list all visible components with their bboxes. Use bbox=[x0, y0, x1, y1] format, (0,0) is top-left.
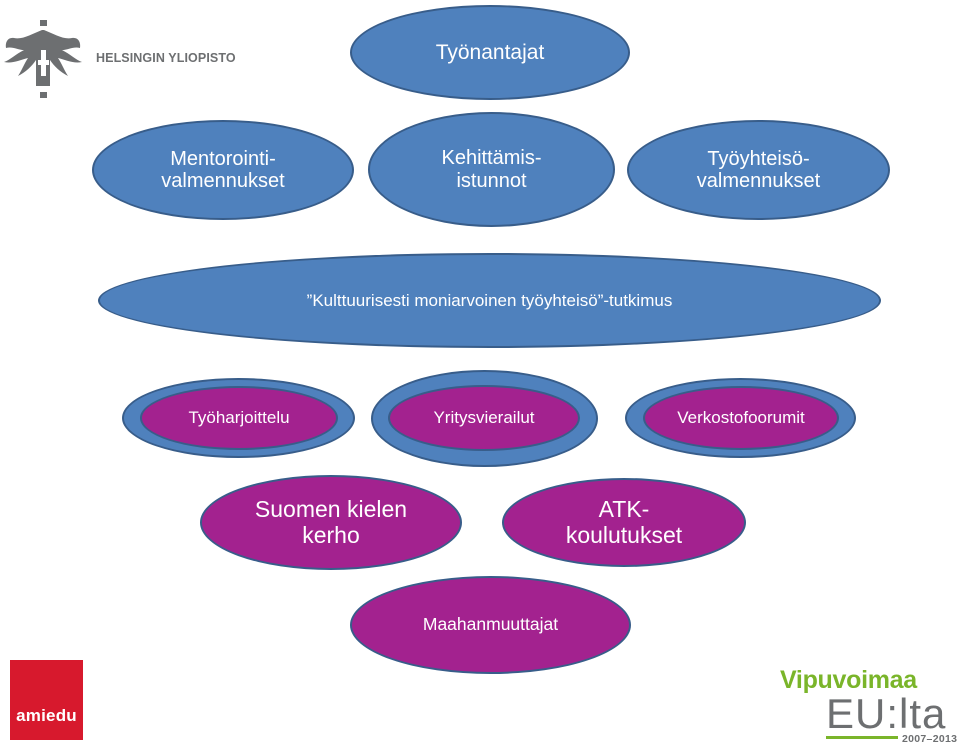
employers-label: Työnantajat bbox=[435, 40, 545, 64]
network-forums-label: Verkostofoorumit bbox=[677, 408, 805, 427]
finnish-club-oval: Suomen kielen kerho bbox=[200, 475, 462, 570]
eu-years-text: 2007–2013 bbox=[902, 733, 958, 745]
research-label: ”Kulttuurisesti moniarvoinen työyhteisö”… bbox=[306, 290, 673, 310]
company-visits-label: Yritysvierailut bbox=[433, 408, 535, 427]
vipuvoimaa-text: Vipuvoimaa bbox=[780, 666, 917, 694]
research-oval: ”Kulttuurisesti moniarvoinen työyhteisö”… bbox=[98, 253, 881, 348]
university-emblem-icon bbox=[4, 20, 82, 98]
it-training-oval: ATK- koulutukset bbox=[502, 478, 746, 567]
employers-oval: Työnantajat bbox=[350, 5, 630, 100]
development-sessions-oval: Kehittämis- istunnot bbox=[368, 112, 615, 227]
workplace-coaching-oval: Työyhteisö- valmennukset bbox=[627, 120, 890, 220]
internship-oval: Työharjoittelu bbox=[140, 386, 338, 450]
helsinki-university-logo bbox=[2, 20, 94, 107]
immigrants-label: Maahanmuuttajat bbox=[422, 614, 559, 635]
eu-logo-dash bbox=[826, 736, 898, 739]
company-visits-oval: Yritysvierailut bbox=[388, 385, 580, 451]
development-sessions-label: Kehittämis- istunnot bbox=[441, 147, 542, 192]
amiedu-logo-text: amiedu bbox=[16, 706, 77, 725]
mentoring-oval: Mentorointi- valmennukset bbox=[92, 120, 354, 220]
workplace-coaching-label: Työyhteisö- valmennukset bbox=[696, 147, 821, 192]
finnish-club-label: Suomen kielen kerho bbox=[254, 495, 408, 548]
internship-label: Työharjoittelu bbox=[188, 408, 290, 427]
it-training-label: ATK- koulutukset bbox=[565, 495, 683, 548]
network-forums-oval: Verkostofoorumit bbox=[643, 386, 839, 450]
mentoring-label: Mentorointi- valmennukset bbox=[161, 147, 285, 192]
university-name: HELSINGIN YLIOPISTO bbox=[96, 51, 236, 65]
amiedu-logo: amiedu bbox=[10, 660, 83, 740]
eu-lta-text: EU:lta bbox=[826, 690, 947, 737]
immigrants-oval: Maahanmuuttajat bbox=[350, 576, 631, 674]
